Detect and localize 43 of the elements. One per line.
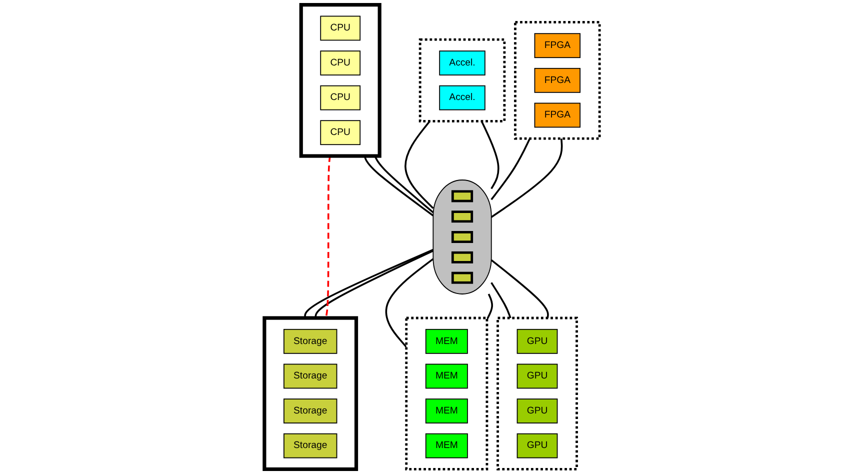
node-box: MEM	[425, 398, 468, 424]
connector	[490, 138, 563, 218]
node-box: CPU	[320, 50, 361, 76]
node-box	[451, 272, 474, 284]
node-box: GPU	[516, 364, 558, 389]
node-box: GPU	[516, 328, 558, 354]
cluster	[262, 316, 358, 471]
connector	[364, 156, 434, 216]
connector	[490, 259, 549, 318]
node-box: Accel.	[439, 50, 486, 76]
node-box: FPGA	[534, 33, 581, 58]
node-box: FPGA	[534, 102, 581, 128]
connector	[404, 120, 434, 209]
node-box	[451, 251, 474, 264]
node-box: CPU	[320, 85, 361, 110]
cluster	[496, 316, 578, 470]
node-box: Storage	[283, 398, 338, 424]
node-box: FPGA	[534, 68, 581, 93]
node-box: MEM	[425, 328, 468, 354]
node-box: GPU	[516, 398, 558, 424]
node-box: Storage	[283, 433, 338, 458]
node-box	[451, 210, 474, 223]
node-box: MEM	[425, 364, 468, 389]
node-box: Accel.	[439, 85, 486, 110]
cluster	[418, 38, 506, 122]
cluster	[514, 21, 601, 140]
connector	[325, 156, 331, 318]
node-box: CPU	[320, 16, 361, 41]
connector	[480, 120, 500, 190]
node-box	[451, 190, 474, 202]
connector	[490, 282, 512, 318]
node-box: Storage	[283, 328, 338, 354]
cluster	[405, 316, 488, 470]
connector	[486, 294, 493, 320]
connector	[490, 138, 531, 200]
node-box: Storage	[283, 364, 338, 389]
node-box: MEM	[425, 433, 468, 458]
node-box	[451, 231, 474, 243]
connector	[385, 258, 434, 348]
node-box: GPU	[516, 433, 558, 458]
node-box: CPU	[320, 120, 361, 146]
cluster	[299, 3, 382, 158]
connector	[374, 156, 434, 214]
